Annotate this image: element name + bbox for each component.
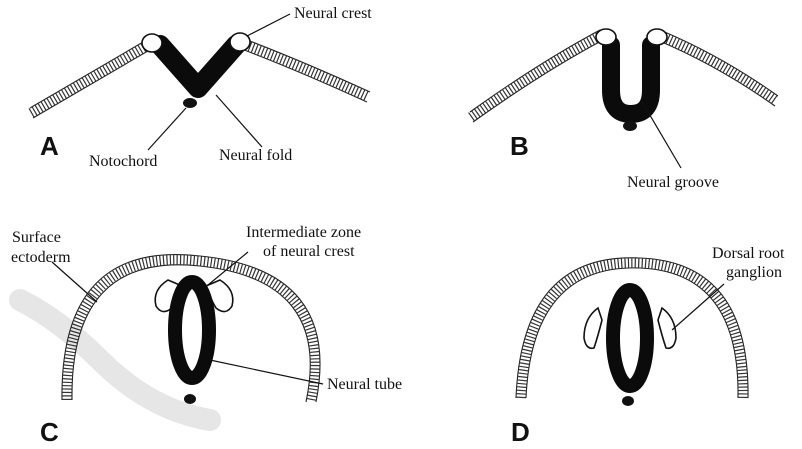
label-dorsal-root-line1: Dorsal root — [712, 245, 785, 262]
neural-crest-b-left — [596, 29, 616, 45]
label-surface-ectoderm-line1: Surface — [12, 229, 61, 246]
panel-letter-d: D — [511, 417, 530, 447]
leader-neural-fold — [216, 95, 262, 147]
leader-surface-ectoderm — [52, 262, 97, 302]
notochord-b — [623, 121, 637, 131]
panel-letter-a: A — [40, 131, 59, 161]
leader-dorsal-root — [672, 284, 724, 330]
leader-neural-tube — [210, 360, 323, 384]
neural-tube-d — [613, 290, 647, 386]
label-surface-ectoderm-line2: ectoderm — [11, 249, 71, 266]
leader-notochord — [148, 108, 186, 150]
notochord-d — [622, 396, 634, 406]
neural-plate-a — [160, 45, 236, 88]
panel-a: Neural crest Notochord Neural fold A — [30, 5, 372, 170]
dorsal-root-ganglion-d-left — [584, 308, 602, 348]
label-notochord: Notochord — [89, 153, 157, 170]
neural-groove-walls-b — [611, 45, 651, 114]
label-neural-groove: Neural groove — [627, 174, 719, 191]
label-neural-crest: Neural crest — [294, 5, 372, 22]
notochord-c — [184, 394, 196, 404]
neural-crest-a-left — [142, 34, 162, 52]
label-dorsal-root-line2: ganglion — [726, 264, 782, 281]
neural-crest-b-right — [647, 29, 667, 45]
label-neural-fold: Neural fold — [219, 147, 292, 164]
panel-b: Neural groove B — [470, 29, 778, 191]
label-intermediate-zone-line1: Intermediate zone — [246, 224, 361, 241]
leader-intermediate-zone — [208, 252, 248, 285]
notochord-a — [183, 98, 197, 108]
panel-letter-b: B — [510, 131, 529, 161]
neural-tube-c — [175, 282, 209, 378]
panel-d: Dorsal root ganglion D — [511, 245, 785, 447]
label-intermediate-zone-line2: of neural crest — [263, 243, 355, 260]
label-neural-tube: Neural tube — [327, 376, 402, 393]
leader-neural-groove — [641, 100, 681, 168]
leader-neural-crest — [247, 14, 290, 36]
panel-letter-c: C — [40, 417, 59, 447]
